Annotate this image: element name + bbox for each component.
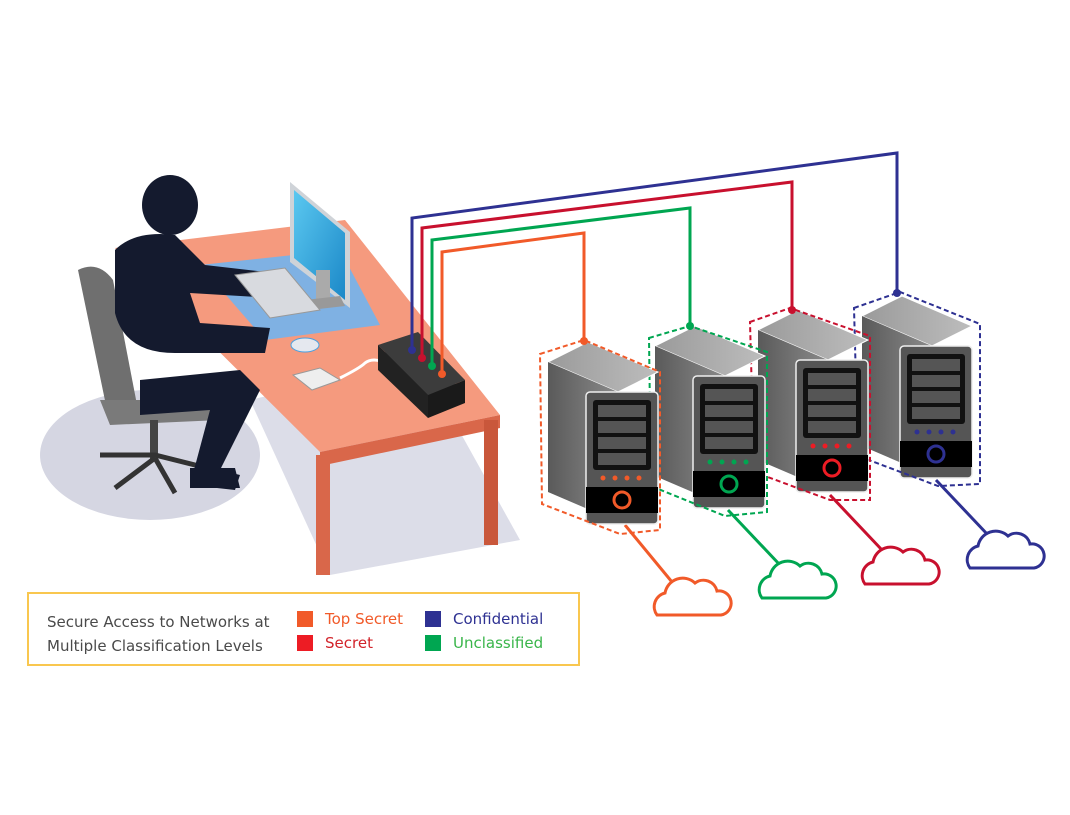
power-icon — [719, 474, 739, 494]
mouse — [290, 337, 320, 353]
legend-item-top-secret: Top Secret — [297, 610, 403, 628]
legend-label: Top Secret — [325, 610, 404, 628]
office-chair — [78, 266, 220, 495]
confidential-link — [410, 151, 899, 350]
server-unclassified — [647, 322, 768, 518]
legend-label: Confidential — [453, 610, 544, 628]
legend-title-line1: Secure Access to Networks at — [47, 613, 270, 631]
person-silhouette — [115, 175, 275, 490]
cloud-icon-unclassified — [757, 559, 838, 600]
legend-swatch — [425, 635, 441, 651]
legend-swatch — [297, 611, 313, 627]
legend-label: Unclassified — [453, 634, 544, 652]
kvm-switch — [378, 332, 465, 418]
legend-title: Secure Access to Networks at Multiple Cl… — [47, 610, 287, 658]
legend-swatch — [425, 611, 441, 627]
power-icon — [822, 458, 842, 478]
legend-label: Secret — [325, 634, 373, 652]
power-icon — [926, 444, 946, 464]
legend-item-secret: Secret — [297, 634, 373, 652]
unclassified-link — [430, 206, 692, 366]
cloud-icon-secret — [860, 545, 941, 586]
server-confidential — [852, 289, 981, 488]
power-icon — [612, 490, 632, 510]
legend-item-confidential: Confidential — [425, 610, 543, 628]
legend-swatch — [297, 635, 313, 651]
top-secret-link — [440, 231, 586, 374]
server-top-secret — [538, 337, 661, 536]
legend: Secure Access to Networks at Multiple Cl… — [27, 592, 580, 666]
cloud-icon-confidential — [965, 529, 1046, 570]
keyboard — [234, 267, 321, 319]
secret-link — [420, 180, 794, 358]
cloud-icon-top-secret — [652, 576, 733, 617]
legend-title-line2: Multiple Classification Levels — [47, 637, 263, 655]
legend-item-unclassified: Unclassified — [425, 634, 543, 652]
monitor — [290, 182, 350, 310]
